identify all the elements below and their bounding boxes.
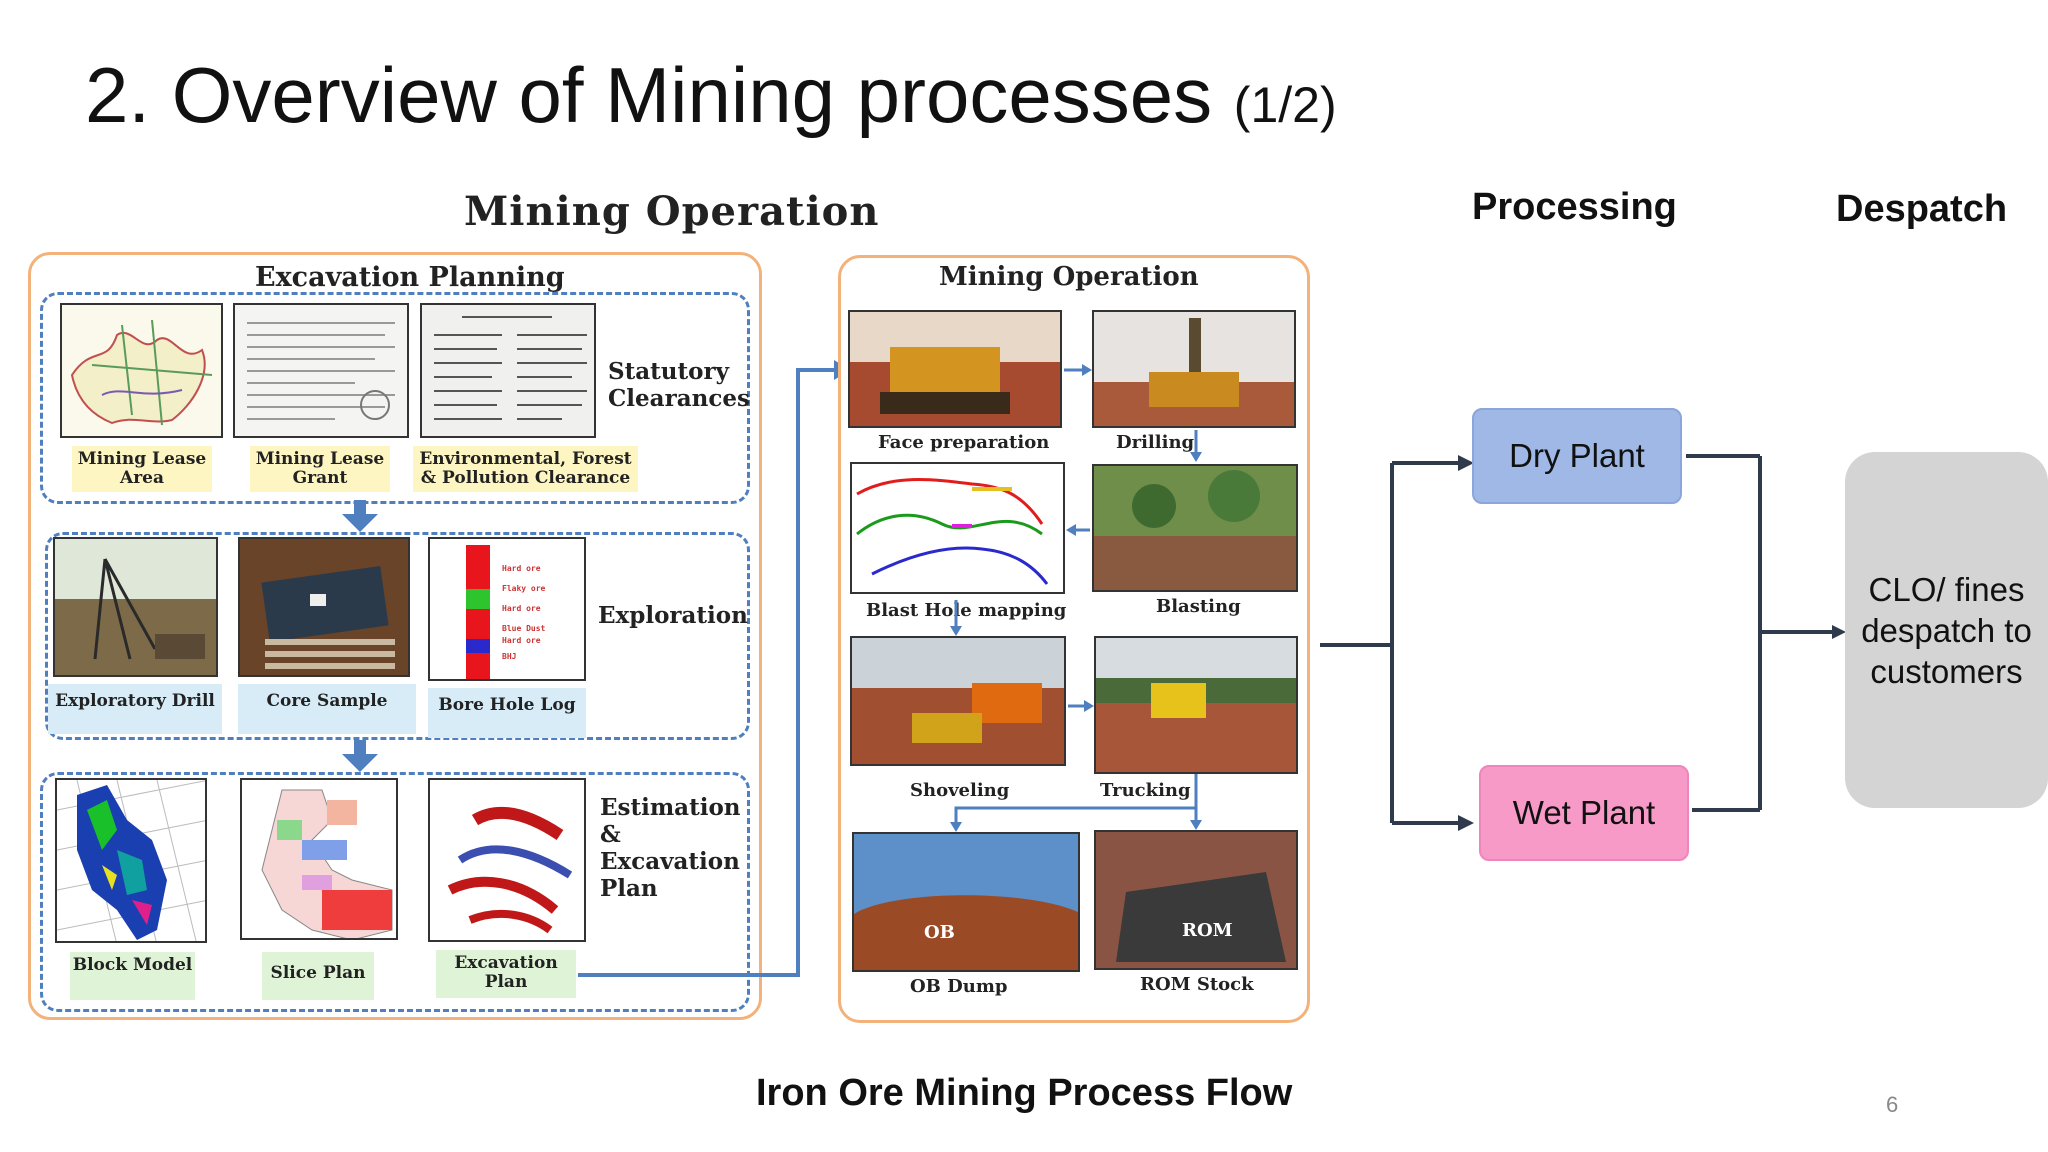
rom-stock-image: ROM	[1094, 830, 1298, 970]
statutory-section	[40, 292, 750, 504]
exploratory-drill-caption: Exploratory Drill	[48, 684, 222, 734]
blasting-image	[1092, 464, 1298, 592]
excavation-plan-caption: Excavation Plan	[436, 950, 576, 998]
mining-lease-area-caption: Mining Lease Area	[72, 446, 212, 492]
bore-log-legend-6: BHJ	[502, 652, 517, 661]
blast-hole-mapping-caption: Blast Hole mapping	[866, 600, 1067, 621]
blast-hole-mapping-image	[850, 462, 1065, 594]
page-number: 6	[1886, 1092, 1899, 1117]
ob-dump-caption: OB Dump	[910, 976, 1008, 997]
mining-lease-grant-caption: Mining Lease Grant	[250, 446, 390, 492]
core-sample-caption: Core Sample	[238, 684, 416, 734]
drilling-caption: Drilling	[1116, 432, 1195, 453]
slice-plan-image	[240, 778, 398, 940]
face-preparation-caption: Face preparation	[878, 432, 1050, 453]
estimation-excavation-plan-label: Estimation & Excavation Plan	[600, 794, 741, 902]
excavation-planning-title: Excavation Planning	[255, 262, 565, 293]
mining-lease-map-image	[60, 303, 223, 438]
processing-header: Processing	[1472, 186, 1677, 228]
core-sample-image	[238, 537, 410, 677]
face-preparation-image	[848, 310, 1062, 428]
blasting-caption: Blasting	[1156, 596, 1241, 617]
bore-log-legend-2: Flaky ore	[502, 584, 546, 593]
rom-label: ROM	[1182, 920, 1233, 941]
bore-hole-log-caption: Bore Hole Log	[428, 688, 586, 738]
bore-log-legend-3: Hard ore	[502, 604, 541, 613]
figure-caption: Iron Ore Mining Process Flow	[756, 1072, 1293, 1114]
shoveling-caption: Shoveling	[910, 780, 1010, 801]
slide-title: 2. Overview of Mining processes (1/2)	[85, 50, 1337, 141]
block-model-image	[55, 778, 207, 943]
bore-hole-log-image: Hard ore Flaky ore Hard ore Blue Dust Ha…	[428, 537, 586, 681]
shoveling-image	[850, 636, 1066, 766]
trucking-caption: Trucking	[1100, 780, 1191, 801]
slide-title-suffix: (1/2)	[1233, 77, 1337, 133]
environmental-clearance-caption: Environmental, Forest & Pollution Cleara…	[413, 446, 638, 492]
despatch-header: Despatch	[1836, 188, 2008, 230]
rom-stock-caption: ROM Stock	[1140, 974, 1254, 995]
ob-dump-image: OB	[852, 832, 1080, 972]
mining-operation-header: Mining Operation	[464, 188, 880, 235]
clearance-document-image	[420, 303, 596, 438]
dry-plant-box: Dry Plant	[1472, 408, 1682, 504]
excavation-plan-image	[428, 778, 586, 942]
wet-plant-box: Wet Plant	[1479, 765, 1689, 861]
statutory-clearances-label: Statutory Clearances	[608, 358, 750, 412]
bore-log-legend-4: Blue Dust	[502, 624, 546, 633]
bore-log-legend-1: Hard ore	[502, 564, 541, 573]
exploration-section	[45, 532, 750, 740]
slice-plan-caption: Slice Plan	[262, 952, 374, 1000]
exploratory-drill-image	[53, 537, 218, 677]
trucking-image	[1094, 636, 1298, 774]
exploration-label: Exploration	[598, 602, 748, 629]
ob-label: OB	[924, 922, 955, 943]
mining-operation-panel-title: Mining Operation	[939, 262, 1199, 292]
clo-fines-despatch-box: CLO/ fines despatch to customers	[1845, 452, 2048, 808]
drilling-image	[1092, 310, 1296, 428]
lease-grant-document-image	[233, 303, 409, 438]
slide-title-text: 2. Overview of Mining processes	[85, 51, 1213, 139]
down-arrow-2	[342, 740, 378, 772]
estimation-section	[40, 772, 750, 1012]
down-arrow-1	[342, 500, 378, 532]
bore-log-legend-5: Hard ore	[502, 636, 541, 645]
block-model-caption: Block Model	[70, 952, 195, 1000]
clo-fines-despatch-text: CLO/ fines despatch to customers	[1861, 570, 2032, 690]
